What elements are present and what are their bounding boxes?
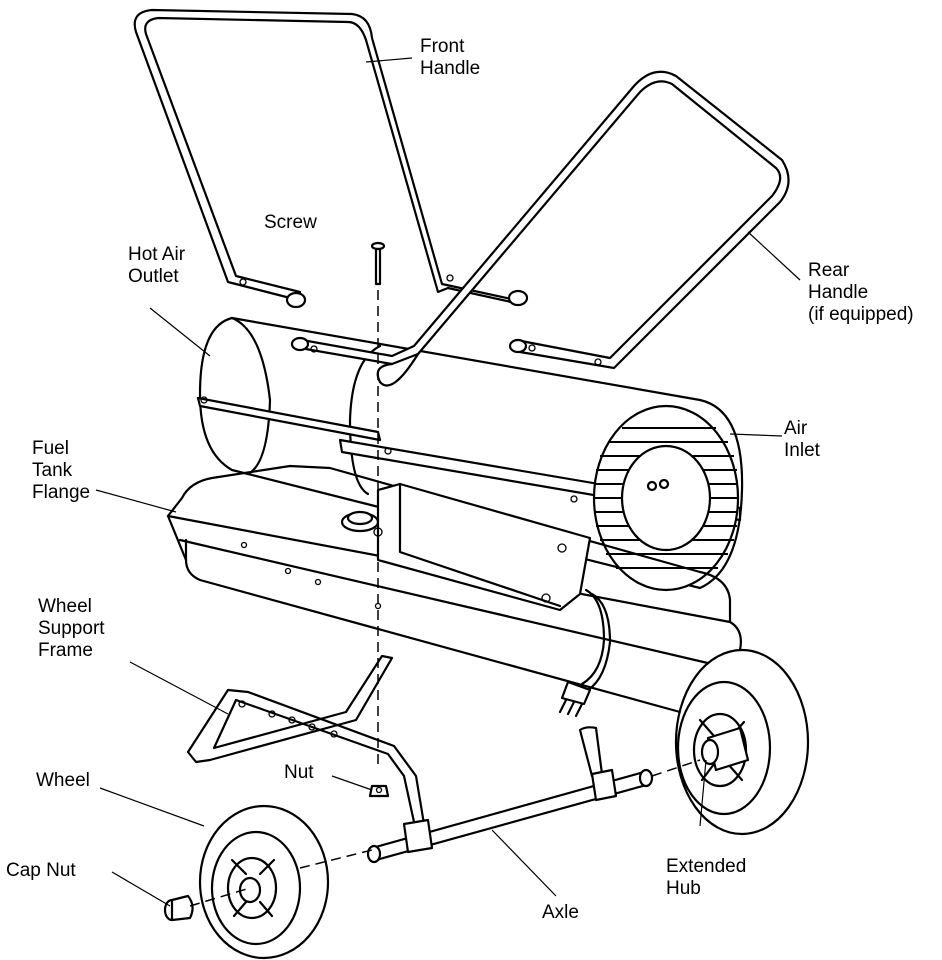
label-nut: Nut bbox=[284, 762, 314, 783]
label-hot-air-outlet: Hot Air Outlet bbox=[128, 244, 185, 288]
label-wheel: Wheel bbox=[36, 770, 90, 791]
label-screw: Screw bbox=[264, 212, 317, 233]
label-wheel-support-frame-line1: Wheel bbox=[38, 596, 92, 617]
label-hot-air-outlet-line2: Outlet bbox=[128, 266, 179, 287]
label-cap-nut: Cap Nut bbox=[6, 860, 76, 881]
label-front-handle-line1: Front bbox=[420, 36, 465, 57]
label-air-inlet-line1: Air bbox=[784, 418, 808, 439]
rear-wheel bbox=[674, 648, 810, 836]
label-fuel-tank-flange-line3: Flange bbox=[32, 482, 91, 503]
label-wheel-support-frame-line3: Frame bbox=[38, 640, 93, 661]
label-air-inlet: Air Inlet bbox=[784, 418, 820, 462]
cap-nut-part bbox=[163, 894, 194, 922]
label-rear-handle: Rear Handle (if equipped) bbox=[808, 260, 914, 326]
label-front-handle: Front Handle bbox=[420, 36, 480, 80]
label-fuel-tank-flange: Fuel Tank Flange bbox=[32, 438, 90, 504]
wheel-support-frame bbox=[186, 654, 604, 826]
nut-part bbox=[368, 784, 390, 798]
label-extended-hub-line1: Extended bbox=[666, 856, 747, 877]
cap-nut-path-line bbox=[189, 887, 251, 907]
wheel-path-line bbox=[299, 849, 373, 869]
label-wheel-support-frame-line2: Support bbox=[38, 618, 105, 639]
hub-path-line bbox=[651, 759, 701, 777]
label-axle: Axle bbox=[542, 902, 579, 923]
fuel-tank bbox=[166, 464, 742, 718]
label-rear-handle-line1: Rear bbox=[808, 260, 850, 281]
label-front-handle-line2: Handle bbox=[420, 58, 481, 79]
front-wheel bbox=[198, 804, 330, 960]
label-hot-air-outlet-line1: Hot Air bbox=[128, 244, 186, 265]
label-rear-handle-line2: Handle bbox=[808, 282, 869, 303]
label-rear-handle-line3: (if equipped) bbox=[808, 304, 914, 325]
screw-part bbox=[370, 241, 386, 286]
label-extended-hub: Extended Hub bbox=[666, 856, 746, 900]
label-air-inlet-line2: Inlet bbox=[784, 440, 820, 461]
leader-lines bbox=[95, 57, 801, 907]
label-fuel-tank-flange-line1: Fuel bbox=[32, 438, 69, 459]
label-fuel-tank-flange-line2: Tank bbox=[32, 460, 73, 481]
label-extended-hub-line2: Hub bbox=[666, 878, 701, 899]
label-wheel-support-frame: Wheel Support Frame bbox=[38, 596, 105, 662]
front-handle bbox=[133, 8, 529, 309]
air-inlet-grill bbox=[592, 404, 740, 592]
rear-handle bbox=[290, 70, 790, 387]
axle bbox=[366, 768, 654, 864]
